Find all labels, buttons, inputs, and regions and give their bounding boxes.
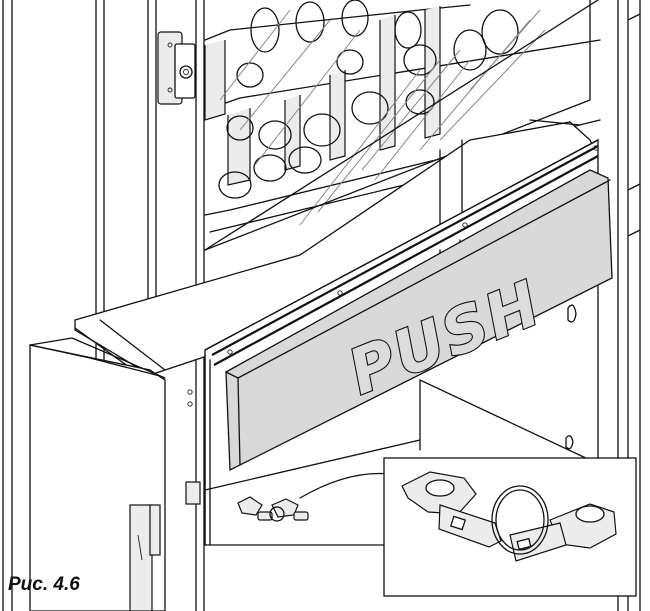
side-flap bbox=[29, 337, 193, 611]
figure-caption: Рис. 4.6 bbox=[8, 574, 80, 595]
door-lock bbox=[157, 31, 196, 105]
keys-small bbox=[237, 472, 411, 522]
key-left bbox=[401, 471, 502, 548]
key-detail-box bbox=[383, 457, 637, 597]
key-right bbox=[509, 503, 617, 562]
glass-door bbox=[204, 0, 599, 251]
product-shelf bbox=[204, 0, 601, 233]
glass-reflection bbox=[219, 9, 546, 226]
key-ring bbox=[491, 485, 549, 555]
